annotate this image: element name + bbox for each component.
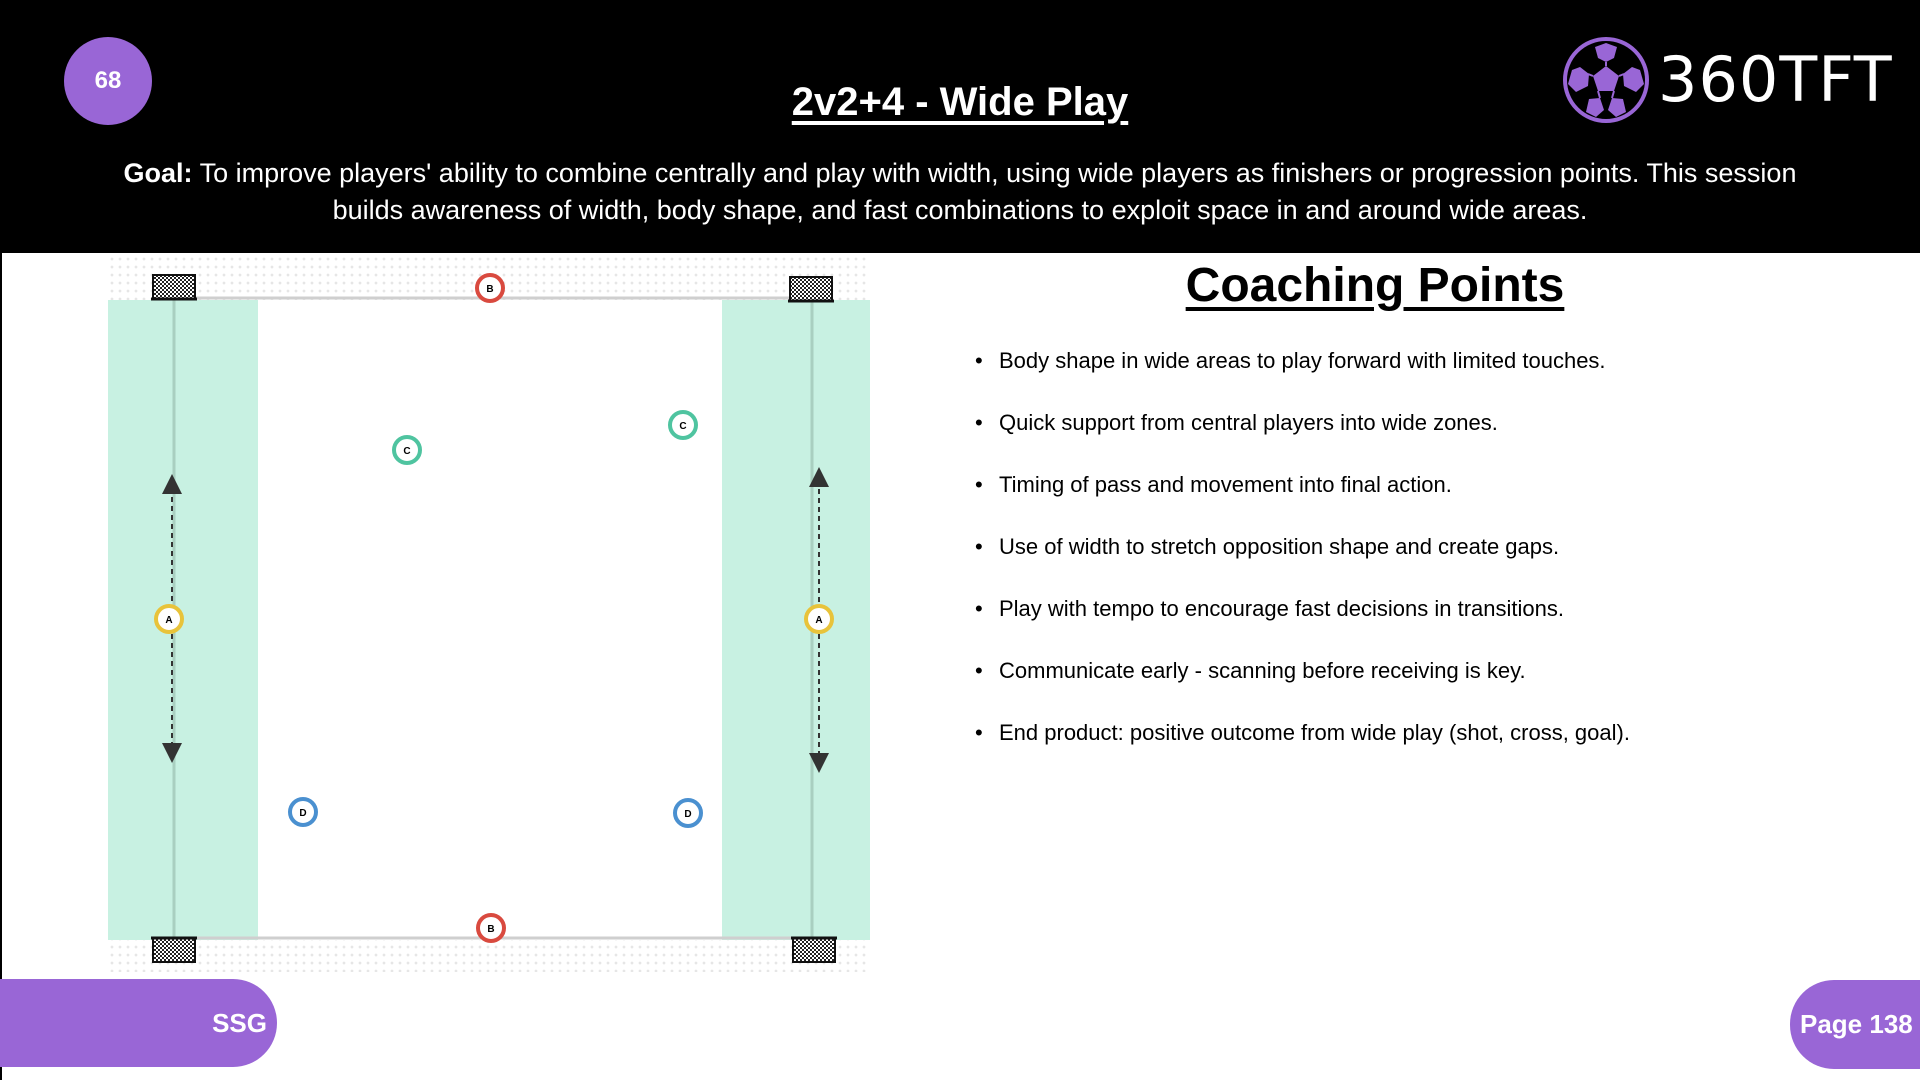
marker-label: A xyxy=(165,615,172,626)
coaching-points-list: Body shape in wide areas to play forward… xyxy=(975,344,1855,778)
marker-label: B xyxy=(486,284,493,295)
goal-top-right xyxy=(788,276,834,303)
page-border xyxy=(0,253,2,1080)
brand-name: 360TFT xyxy=(1658,43,1893,116)
goal-top-left xyxy=(151,274,197,301)
marker-label: C xyxy=(679,421,686,432)
marker-label: D xyxy=(684,809,691,820)
player-marker-d-right: D xyxy=(673,798,703,828)
player-marker-a-left: A xyxy=(154,604,184,634)
goal-bottom-right xyxy=(791,936,837,963)
coaching-point: End product: positive outcome from wide … xyxy=(975,716,1855,778)
goal-label: Goal: xyxy=(123,158,193,188)
marker-label: A xyxy=(815,615,822,626)
player-marker-a-right: A xyxy=(804,604,834,634)
marker-label: C xyxy=(403,446,410,457)
goal-description: Goal: To improve players' ability to com… xyxy=(110,155,1810,229)
goal-text: To improve players' ability to combine c… xyxy=(199,158,1797,225)
coaching-point: Use of width to stretch opposition shape… xyxy=(975,530,1855,592)
page-title: 2v2+4 - Wide Play xyxy=(791,80,1129,124)
goal-bottom-left xyxy=(151,936,197,963)
pitch-svg: B B C C A A D D xyxy=(108,257,870,972)
player-marker-d-left: D xyxy=(288,797,318,827)
player-marker-b-bottom: B xyxy=(476,913,506,943)
coaching-point: Timing of pass and movement into final a… xyxy=(975,468,1855,530)
player-marker-c-left: C xyxy=(392,435,422,465)
wide-zone-right xyxy=(722,300,870,940)
pitch-field xyxy=(170,300,810,940)
drill-number-badge: 68 xyxy=(64,37,152,125)
marker-label: B xyxy=(487,924,494,935)
soccer-ball-icon xyxy=(1563,37,1649,123)
player-marker-b-top: B xyxy=(475,273,505,303)
coaching-point: Communicate early - scanning before rece… xyxy=(975,654,1855,716)
coaching-points-title: Coaching Points xyxy=(1185,259,1565,312)
marker-label: D xyxy=(299,808,306,819)
brand-logo: 360TFT xyxy=(1562,36,1893,124)
category-tag: SSG xyxy=(0,979,277,1067)
coaching-point: Play with tempo to encourage fast decisi… xyxy=(975,592,1855,654)
pitch-diagram: B B C C A A D D xyxy=(100,255,880,975)
coaching-point: Body shape in wide areas to play forward… xyxy=(975,344,1855,406)
coaching-point: Quick support from central players into … xyxy=(975,406,1855,468)
page-number-tag: Page 138 xyxy=(1790,980,1920,1069)
player-marker-c-right: C xyxy=(668,410,698,440)
